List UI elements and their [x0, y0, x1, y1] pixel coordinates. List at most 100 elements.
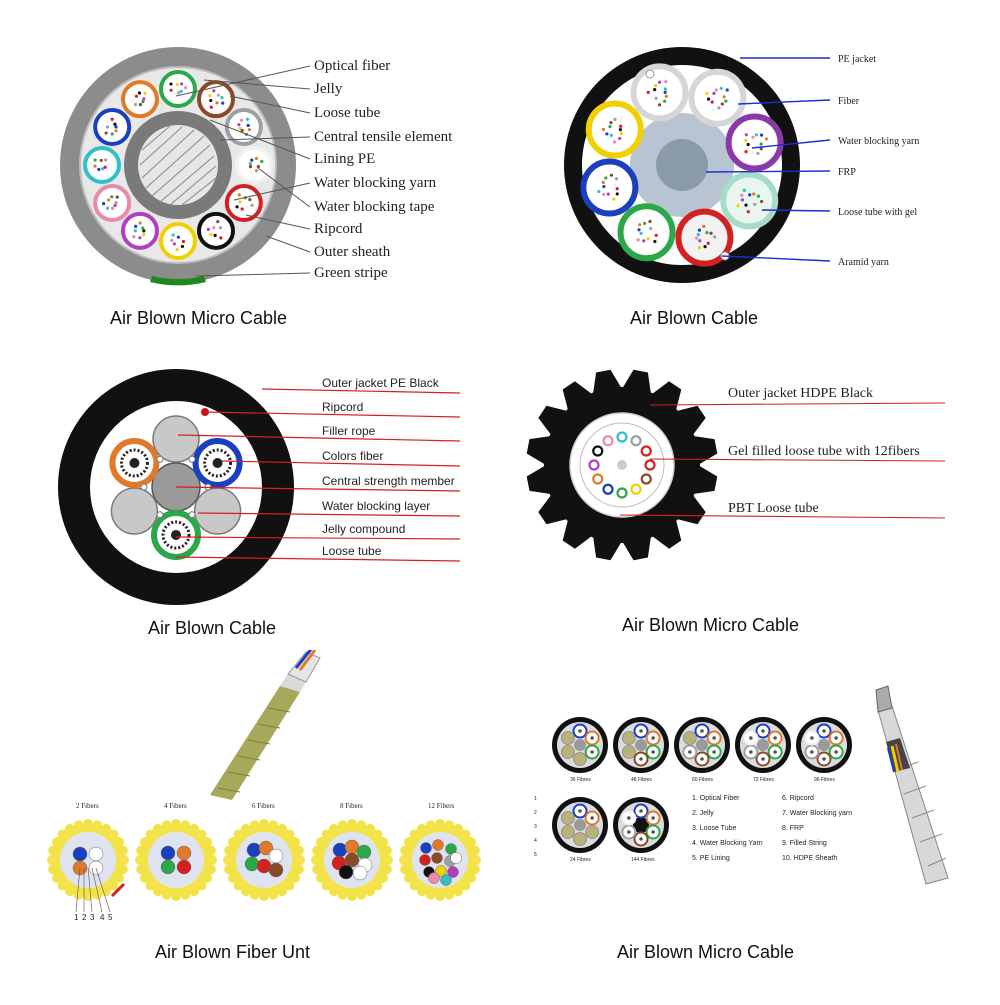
fiber: [258, 840, 274, 856]
label-optical-fiber: Optical fiber: [314, 58, 390, 74]
leader-line: [195, 272, 311, 277]
label-outer-jacket-hdpe-black: Outer jacket HDPE Black: [728, 386, 873, 401]
side-number: 4: [534, 838, 537, 844]
legend-item-2: 3. Loose Tube: [692, 825, 736, 832]
fiber: [268, 848, 284, 864]
fiber: [268, 862, 284, 878]
label-unit-0: 2 Fibers: [76, 802, 99, 810]
legend-item-4: 5. PE Lining: [692, 855, 730, 862]
label-jelly-compound: Jelly compound: [322, 522, 405, 536]
leader-line: [204, 411, 461, 418]
fiber: [431, 852, 443, 864]
fiber: [352, 865, 368, 881]
leader-line: [649, 402, 946, 406]
fiber: [630, 483, 642, 495]
loose-tube: [159, 70, 197, 108]
leader-line: [221, 460, 461, 467]
label-row-0: 36 Fibres: [570, 777, 591, 783]
fiber: [160, 845, 176, 861]
loose-tube: [197, 211, 235, 250]
leader-line: [175, 556, 461, 562]
leader-line: [175, 486, 461, 492]
label-central-strength-member: Central strength member: [322, 474, 455, 488]
caption-air-blown-cable-1: Air Blown Cable: [630, 308, 759, 328]
label-number-4: 4: [100, 913, 105, 922]
loose-tube: [688, 68, 747, 127]
fiber: [160, 859, 176, 875]
loose-tube: [93, 184, 132, 222]
leader-line: [175, 65, 311, 97]
fiber: [640, 473, 652, 485]
leader-line: [721, 255, 831, 262]
legend-item-9: 10. HDPE Sheath: [782, 855, 837, 862]
fiber: [244, 856, 260, 872]
fiber-unit-cable-illustration: [210, 647, 321, 800]
fiber: [332, 842, 348, 858]
legend-item-5: 6. Ripcord: [782, 795, 814, 802]
loose-tube: [121, 80, 159, 119]
legend-item-3: 4. Water Blocking Yarn: [692, 840, 763, 847]
leader-line: [209, 119, 311, 160]
label-ripcord: Ripcord: [314, 221, 363, 237]
fiber: [588, 459, 600, 471]
leader-line: [245, 214, 311, 230]
leader-line: [737, 99, 831, 105]
leader-line: [751, 139, 831, 149]
leader-line: [265, 235, 311, 253]
label-unit-4: 12 Fibers: [428, 802, 455, 810]
loose-tube: [725, 113, 784, 172]
fiber: [440, 874, 452, 886]
loose-tube: [720, 171, 779, 230]
label-green-stripe: Green stripe: [314, 265, 388, 281]
leader-line: [219, 136, 311, 141]
leader-line: [177, 434, 461, 442]
label-fiber: Fiber: [838, 96, 860, 107]
caption-micro-cable-2: Air Blown Micro Cable: [622, 615, 800, 635]
loose-tube: [675, 208, 734, 267]
label-row-3: 72 Fibres: [753, 777, 774, 783]
fiber: [246, 842, 262, 858]
leader-line: [705, 170, 831, 173]
label-unit-2: 6 Fibers: [252, 802, 275, 810]
label-outer-sheath: Outer sheath: [314, 244, 391, 260]
label-colors-fiber: Colors fiber: [322, 449, 383, 463]
fiber: [616, 487, 628, 499]
label-number-2: 2: [82, 913, 87, 922]
caption-micro-cable-1: Air Blown Micro Cable: [110, 308, 288, 328]
fiber: [602, 483, 614, 495]
label-unit-3: 8 Fibers: [340, 802, 363, 810]
filler-rope: [110, 487, 159, 535]
fiber: [176, 845, 192, 861]
fiber: [640, 445, 652, 457]
caption-fiber-unit: Air Blown Fiber Unt: [155, 942, 311, 962]
label-water-blocking-layer: Water blocking layer: [322, 499, 430, 513]
label-gel-filled-loose-tube-with-12fibers: Gel filled loose tube with 12fibers: [728, 444, 920, 459]
legend-item-0: 1. Optical Fiber: [692, 795, 740, 802]
fiber: [435, 865, 447, 877]
loose-tube: [585, 100, 644, 159]
legend-item-1: 2. Jelly: [692, 810, 714, 817]
side-number: 3: [534, 824, 537, 830]
fiber: [356, 844, 372, 860]
leader-line: [761, 209, 831, 212]
fiber: [445, 843, 457, 855]
fiber: [420, 842, 432, 854]
leader-line: [175, 536, 461, 540]
leader-line: [649, 458, 946, 462]
loose-tube: [630, 63, 689, 122]
leader-line: [197, 512, 461, 517]
label-pbt-loose-tube: PBT Loose tube: [728, 501, 819, 516]
label-filler-rope: Filler rope: [322, 424, 376, 438]
legend-item-8: 9. Filled String: [782, 840, 827, 847]
caption-air-blown-cable-2: Air Blown Cable: [148, 618, 277, 638]
side-number: 5: [534, 852, 537, 858]
fiber-unit-core: [60, 832, 116, 888]
fiber: [432, 839, 444, 851]
leader-line: [229, 95, 311, 114]
